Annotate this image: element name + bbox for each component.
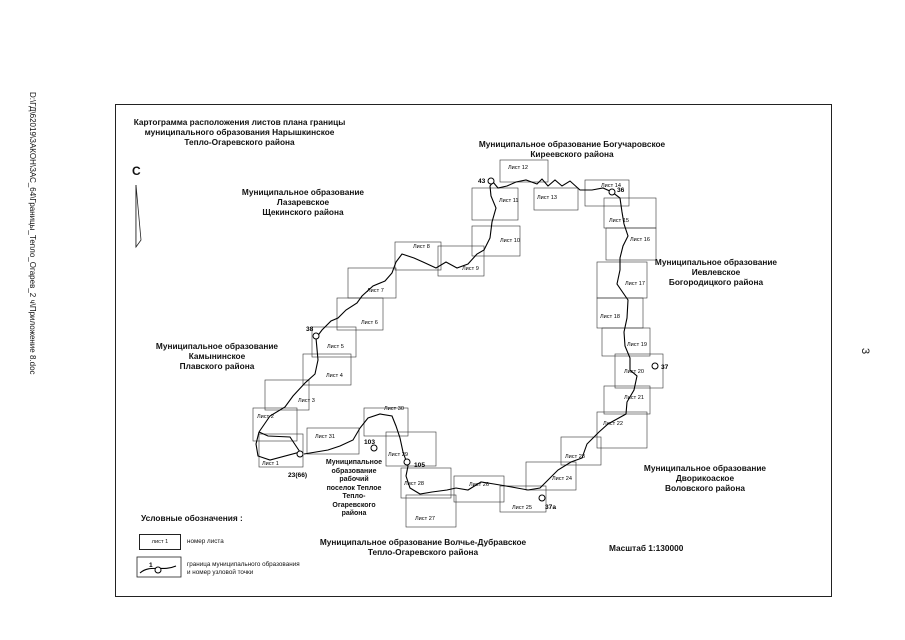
region-volchye: Муниципальное образование Волчье-Дубравс… — [319, 537, 527, 557]
sheet-rect-20 — [614, 353, 664, 389]
north-arrow-icon — [135, 184, 142, 249]
sheet-rect-14 — [584, 179, 630, 207]
sheet-label-3: Лист 3 — [298, 398, 315, 404]
node-38-icon — [312, 332, 320, 340]
sheet-rect-21 — [603, 385, 651, 415]
region-teploe: Муниципальное образование рабочий посело… — [325, 459, 383, 517]
sheet-rect-12 — [499, 159, 549, 183]
sheet-rect-24 — [525, 461, 577, 491]
sheet-label-19: Лист 19 — [627, 342, 647, 348]
node-label-23-66: 23(66) — [288, 472, 307, 479]
sheet-rect-9 — [437, 245, 485, 277]
sheet-label-29: Лист 29 — [388, 452, 408, 458]
sheet-label-9: Лист 9 — [462, 266, 479, 272]
sheet-label-14: Лист 14 — [601, 183, 621, 189]
sheet-label-25: Лист 25 — [512, 505, 532, 511]
sheet-label-7: Лист 7 — [367, 288, 384, 294]
legend-node-icon — [139, 565, 177, 574]
legend-title: Условные обозначения : — [141, 513, 243, 523]
sheet-label-26: Лист 26 — [469, 482, 489, 488]
sheet-label-21: Лист 21 — [624, 395, 644, 401]
sheet-label-22: Лист 22 — [603, 421, 623, 427]
sheet-rect-1 — [258, 433, 304, 468]
node-points — [296, 177, 659, 502]
node-label-43: 43 — [478, 178, 486, 185]
sheet-rect-3 — [264, 379, 310, 411]
sheet-label-12: Лист 12 — [508, 165, 528, 171]
node-37-icon — [651, 362, 659, 370]
sheet-rect-10 — [471, 225, 521, 257]
sheet-rect-8 — [394, 241, 442, 271]
sheet-label-24: Лист 24 — [552, 476, 572, 482]
sheet-label-4: Лист 4 — [326, 373, 343, 379]
region-ievlevskoe: Муниципальное образование Иевлевское Бог… — [654, 257, 778, 287]
sheet-label-30: Лист 30 — [384, 406, 404, 412]
node-23-66-icon — [296, 450, 304, 458]
north-label: С — [132, 164, 141, 178]
map-title: Картограмма расположения листов плана гр… — [133, 117, 346, 147]
node-37a-icon — [538, 494, 546, 502]
sheet-label-17: Лист 17 — [625, 281, 645, 287]
region-lazarevskoe: Муниципальное образование Лазаревское Ще… — [241, 187, 365, 217]
node-36-icon — [608, 188, 616, 196]
sheet-label-23: Лист 23 — [565, 454, 585, 460]
sheet-label-8: Лист 8 — [413, 244, 430, 250]
sheet-label-20: Лист 20 — [624, 369, 644, 375]
sheet-rect-4 — [302, 353, 352, 386]
node-label-37: 37 — [661, 364, 669, 371]
sheet-label-16: Лист 16 — [630, 237, 650, 243]
region-bogucharovskoe: Муниципальное образование Богучаровское … — [478, 139, 666, 159]
sheet-label-11: Лист 11 — [499, 198, 519, 204]
sheet-label-18: Лист 18 — [600, 314, 620, 320]
sheet-rect-2 — [252, 407, 298, 442]
map-frame — [115, 104, 832, 597]
sheet-rect-19 — [601, 327, 651, 357]
sheet-rect-25 — [499, 485, 547, 513]
legend-sheet-desc: номер листа — [187, 538, 224, 545]
sheet-rect-28 — [400, 467, 452, 499]
sheet-label-27: Лист 27 — [415, 516, 435, 522]
sheet-rect-29 — [385, 431, 437, 467]
node-label-38: 38 — [306, 326, 314, 333]
sheet-rect-13 — [533, 187, 579, 211]
node-label-103: 103 — [364, 439, 375, 446]
node-label-105: 105 — [414, 462, 425, 469]
sheet-rect-27 — [405, 494, 457, 528]
sheet-label-13: Лист 13 — [537, 195, 557, 201]
node-103-icon — [370, 444, 378, 452]
node-43-icon — [487, 177, 495, 185]
sheet-label-5: Лист 5 — [327, 344, 344, 350]
node-label-37a: 37а — [545, 504, 556, 511]
sheet-rect-23 — [560, 436, 602, 466]
sheet-rect-5 — [311, 326, 357, 358]
node-105-icon — [403, 458, 411, 466]
legend-node-sample: 1 — [149, 562, 153, 569]
region-dvorikovskoe: Муниципальное образование Дворикоаское В… — [643, 463, 767, 493]
sheet-rect-17 — [596, 261, 648, 299]
legend-node-desc: граница муниципального образования и ном… — [187, 561, 300, 576]
sheet-rect-18 — [596, 297, 644, 329]
sheet-rect-31 — [306, 427, 360, 455]
sheet-label-31: Лист 31 — [315, 434, 335, 440]
sheet-label-1: Лист 1 — [262, 461, 279, 467]
sheet-rect-16 — [605, 227, 657, 261]
sheet-label-28: Лист 28 — [404, 481, 424, 487]
sheet-rect-7 — [347, 267, 397, 299]
sheet-label-10: Лист 10 — [500, 238, 520, 244]
legend-sheet-sample: лист 1 — [139, 534, 181, 550]
sheet-rect-11 — [471, 187, 519, 221]
region-kamyninskoe: Муниципальное образование Камынинское Пл… — [155, 341, 279, 371]
sheet-label-15: Лист 15 — [609, 218, 629, 224]
sheet-label-6: Лист 6 — [361, 320, 378, 326]
sheet-label-2: Лист 2 — [257, 414, 274, 420]
sheet-rect-22 — [596, 411, 648, 449]
sheet-rect-30 — [363, 407, 409, 437]
map-scale: Масштаб 1:130000 — [609, 543, 684, 553]
node-label-36: 36 — [617, 187, 625, 194]
municipal-boundary — [255, 178, 638, 495]
